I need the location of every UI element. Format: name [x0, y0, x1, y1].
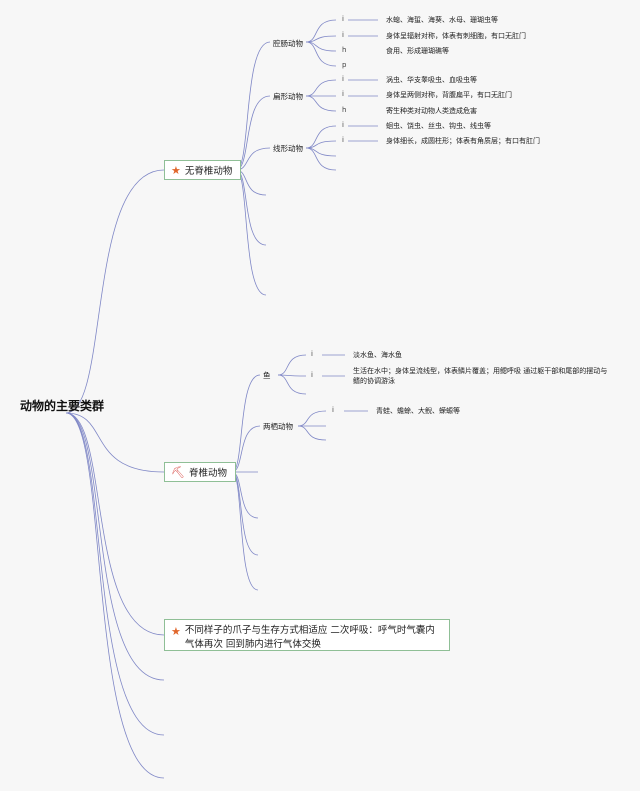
- leaf-text: 淡水鱼、海水鱼: [353, 351, 402, 359]
- connector: [305, 95, 337, 112]
- leaf-marker: h: [342, 106, 347, 114]
- leaf-text: 涡虫、华支睾吸虫、血吸虫等: [386, 76, 477, 84]
- leaf-text: 身体呈辐射对称，体表有刺细胞，有口无肛门: [386, 32, 526, 40]
- branch-label: 脊椎动物: [188, 468, 227, 479]
- leaf-marker: i: [342, 121, 344, 129]
- sub-coelenterates[interactable]: 腔肠动物: [273, 39, 303, 48]
- leaf-text: 蛔虫、饶虫、丝虫、钩虫、线虫等: [386, 122, 491, 130]
- leaf-marker: i: [342, 75, 344, 83]
- branch-birds-note[interactable]: ★ 不同样子的爪子与生存方式相适应 二次呼吸：呼气时气囊内气体再次 回到肺内进行…: [164, 619, 450, 651]
- sub-fish[interactable]: 鱼: [263, 371, 271, 380]
- connector: [231, 425, 261, 473]
- connector: [305, 125, 337, 149]
- sub-flatworms[interactable]: 扁形动物: [273, 92, 303, 101]
- leaf-marker: i: [342, 15, 344, 23]
- leaf-marker: p: [342, 61, 347, 69]
- star-icon: ★: [171, 163, 181, 177]
- connector: [305, 19, 337, 43]
- connector: [65, 169, 165, 414]
- leaf-text: 水螅、海蜇、海葵、水母、珊瑚虫等: [386, 16, 498, 24]
- leaf-marker: i: [332, 406, 334, 414]
- branch-label: 不同样子的爪子与生存方式相适应 二次呼吸：呼气时气囊内气体再次 回到肺内进行气体…: [184, 625, 435, 650]
- leaf-text: 身体细长，成圆柱形；体表有角质层；有口有肛门: [386, 137, 540, 145]
- sub-amphibians[interactable]: 两栖动物: [263, 422, 293, 431]
- connector: [305, 41, 337, 67]
- connector: [235, 41, 271, 171]
- connector: [297, 425, 327, 441]
- connector: [305, 79, 337, 97]
- tool-icon: ⛏: [171, 465, 185, 479]
- leaf-marker: i: [342, 136, 344, 144]
- branch-vertebrates[interactable]: ⛏ 脊椎动物: [164, 462, 236, 482]
- connector: [305, 147, 337, 171]
- connector: [65, 412, 165, 636]
- root-topic[interactable]: 动物的主要类群: [20, 399, 105, 413]
- connector: [277, 354, 307, 376]
- leaf-marker: h: [342, 46, 347, 54]
- connector: [231, 471, 259, 591]
- sub-roundworms[interactable]: 线形动物: [273, 144, 303, 153]
- leaf-text: 食用、形成珊瑚礁等: [386, 47, 449, 55]
- connector: [297, 410, 327, 427]
- leaf-marker: i: [342, 31, 344, 39]
- branch-label: 无脊椎动物: [184, 166, 233, 177]
- connector: [65, 412, 165, 736]
- star-icon: ★: [171, 625, 181, 638]
- connector: [65, 412, 165, 473]
- connector: [235, 95, 271, 171]
- connector: [65, 412, 165, 779]
- leaf-text: 寄生种类对动物人类造成危害: [386, 107, 477, 115]
- connector: [235, 169, 267, 246]
- connector: [231, 471, 259, 556]
- leaf-marker: i: [342, 90, 344, 98]
- branch-invertebrates[interactable]: ★ 无脊椎动物: [164, 160, 242, 180]
- connector: [65, 412, 165, 681]
- leaf-text: 青蛙、蟾蜍、大鲵、蝾螈等: [376, 407, 460, 415]
- leaf-marker: i: [311, 350, 313, 358]
- connector: [277, 374, 307, 395]
- leaf-text: 生活在水中；身体呈流线型，体表鳞片覆盖；用鳃呼吸 通过躯干部和尾部的摆动与鳍的协…: [353, 367, 608, 385]
- connector: [231, 374, 261, 473]
- leaf-marker: i: [311, 371, 313, 379]
- leaf-text: 身体呈两侧对称，背腹扁平，有口无肛门: [386, 91, 512, 99]
